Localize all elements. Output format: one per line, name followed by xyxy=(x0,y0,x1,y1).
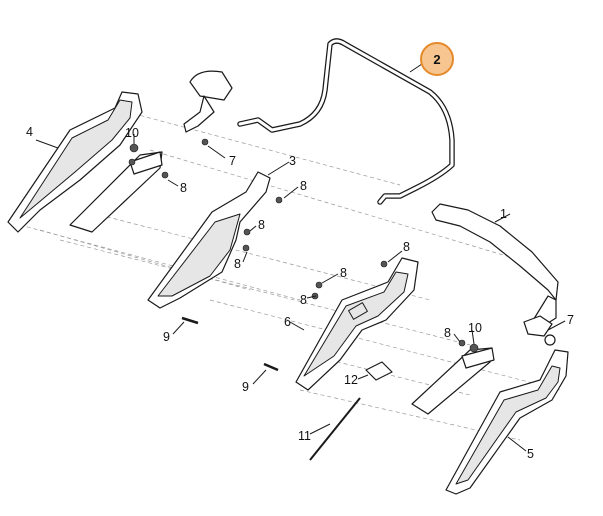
part-5-right-lower-housing xyxy=(445,349,569,495)
callout-9: 9 xyxy=(163,330,170,344)
callout-10: 10 xyxy=(125,126,139,140)
callout-12: 12 xyxy=(344,373,358,387)
callout-2-label: 2 xyxy=(433,52,440,67)
screw-10 xyxy=(469,343,479,353)
part-7-left-grip-knob xyxy=(183,70,233,133)
callout-7-right: 7 xyxy=(567,313,574,327)
part-3-middle-upper-handle xyxy=(147,171,271,309)
callout-8: 8 xyxy=(258,218,265,232)
callout-5: 5 xyxy=(527,447,534,461)
screw-8 xyxy=(458,339,466,347)
screw-8 xyxy=(275,196,283,204)
screw-8 xyxy=(380,260,388,268)
callout-9: 9 xyxy=(242,380,249,394)
screw-7 xyxy=(201,138,209,146)
screw-8 xyxy=(243,228,251,236)
callout-1: 1 xyxy=(500,207,507,221)
part-left-lower-bracket xyxy=(69,151,163,233)
part-11-cable xyxy=(309,397,361,461)
screw-9 xyxy=(263,362,279,372)
part-7-right-grip-knob xyxy=(523,315,556,346)
screw-8 xyxy=(315,281,323,289)
part-12-cable-clip xyxy=(365,361,393,381)
callout-8: 8 xyxy=(300,293,307,307)
screw-9 xyxy=(181,316,199,325)
callout-8: 8 xyxy=(340,266,347,280)
callout-11: 11 xyxy=(298,429,311,443)
screw-8 xyxy=(242,244,250,252)
callout-6: 6 xyxy=(284,315,291,329)
callout-8: 8 xyxy=(444,326,451,340)
part-1-right-cover xyxy=(431,203,559,329)
part-2-wire-handlebar xyxy=(237,38,455,205)
callout-8: 8 xyxy=(403,240,410,254)
callout-8: 8 xyxy=(234,257,241,271)
callout-2-highlight[interactable]: 2 xyxy=(420,42,454,76)
part-right-lower-bracket xyxy=(411,347,495,415)
part-6-middle-lower-handle xyxy=(295,257,419,391)
fasteners xyxy=(128,138,479,372)
screw-8 xyxy=(161,171,169,179)
callout-labels: 1 3 4 5 6 7 7 8 8 8 8 8 8 8 8 9 9 10 10 … xyxy=(26,125,574,461)
callout-7-left: 7 xyxy=(229,154,236,168)
screw-10 xyxy=(129,143,139,153)
leader-lines xyxy=(133,59,566,452)
callout-8: 8 xyxy=(180,181,187,195)
callout-10: 10 xyxy=(468,321,482,335)
screw-8 xyxy=(128,158,136,166)
part-4-left-upper-housing xyxy=(7,91,143,233)
callout-4: 4 xyxy=(26,125,33,139)
callout-8: 8 xyxy=(300,179,307,193)
callout-3: 3 xyxy=(289,154,296,168)
